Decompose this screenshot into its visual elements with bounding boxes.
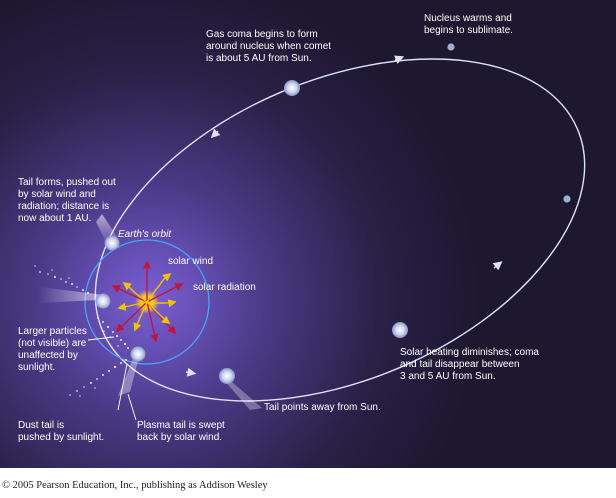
- nucleus-warms-label: Nucleus warms and begins to sublimate.: [424, 13, 515, 36]
- comet-coma-lower-right: [392, 322, 408, 338]
- copyright-notice: © 2005 Pearson Education, Inc., publishi…: [2, 480, 268, 491]
- space-background: [0, 0, 616, 468]
- solar-radiation-label: solar radiation: [193, 282, 256, 293]
- tail-points-away-label: Tail points away from Sun.: [264, 402, 381, 413]
- dust-tail-particles: [34, 265, 129, 397]
- orbit-direction-arrows: [185, 55, 503, 377]
- earth-orbit: [84, 239, 210, 365]
- dust-tail-label: Dust tail is pushed by sunlight.: [18, 420, 104, 443]
- comet-nucleus-far: [447, 43, 455, 51]
- comet-positions: [95, 43, 571, 384]
- comet-near-sun: [95, 293, 111, 309]
- comet-nucleus-right: [563, 195, 571, 203]
- earths-orbit-label: Earth's orbit: [118, 229, 172, 240]
- comet-departing: [219, 368, 235, 384]
- plasma-tail-label: Plasma tail is swept back by solar wind.: [137, 420, 228, 443]
- solar-radiation-arrows: [117, 272, 177, 332]
- comet-orbit-path: [94, 58, 586, 402]
- comet-past-sun: [130, 346, 146, 362]
- pointer-lines: [87, 336, 137, 421]
- comet-orbit-diagram: Earth's orbit solar wind solar radiation…: [0, 0, 616, 468]
- comet-tail-forms: [104, 235, 120, 251]
- gas-coma-label: Gas coma begins to form around nucleus w…: [206, 29, 334, 64]
- tail-forms-label: Tail forms, pushed out by solar wind and…: [18, 177, 119, 224]
- solar-wind-label: solar wind: [168, 256, 213, 267]
- solar-wind-arrows: [111, 260, 184, 343]
- larger-particles-label: Larger particles (not visible) are unaff…: [18, 326, 90, 373]
- solar-heating-label: Solar heating diminishes; coma and tail …: [400, 347, 542, 382]
- comet-coma-top: [284, 80, 300, 96]
